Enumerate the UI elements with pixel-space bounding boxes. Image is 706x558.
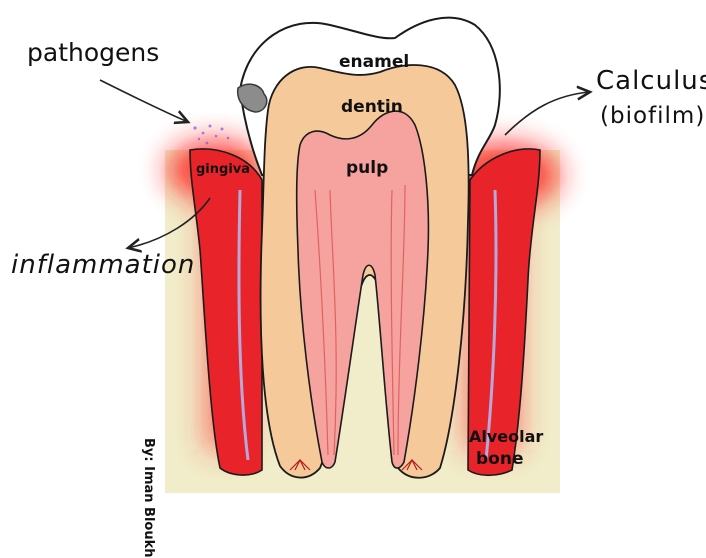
author-credit: By: Iman Bloukh — [141, 438, 156, 558]
pathogens-arrow — [100, 80, 188, 122]
calculus-arrow — [505, 92, 590, 135]
pathogens-label: pathogens — [27, 38, 159, 67]
biofilm-label: (biofilm) — [600, 103, 705, 129]
tooth-diagram: pathogens inflammation Calculus (biofilm… — [0, 0, 706, 493]
pulp-label: pulp — [346, 158, 388, 178]
gingiva-label: gingiva — [196, 162, 250, 177]
enamel-label: enamel — [339, 52, 409, 72]
calculus-label: Calculus — [596, 66, 706, 96]
inflammation-label: inflammation — [11, 250, 195, 280]
bone-label: bone — [476, 449, 523, 469]
alveolar-label: Alveolar — [469, 427, 543, 446]
dentin-label: dentin — [341, 97, 403, 117]
